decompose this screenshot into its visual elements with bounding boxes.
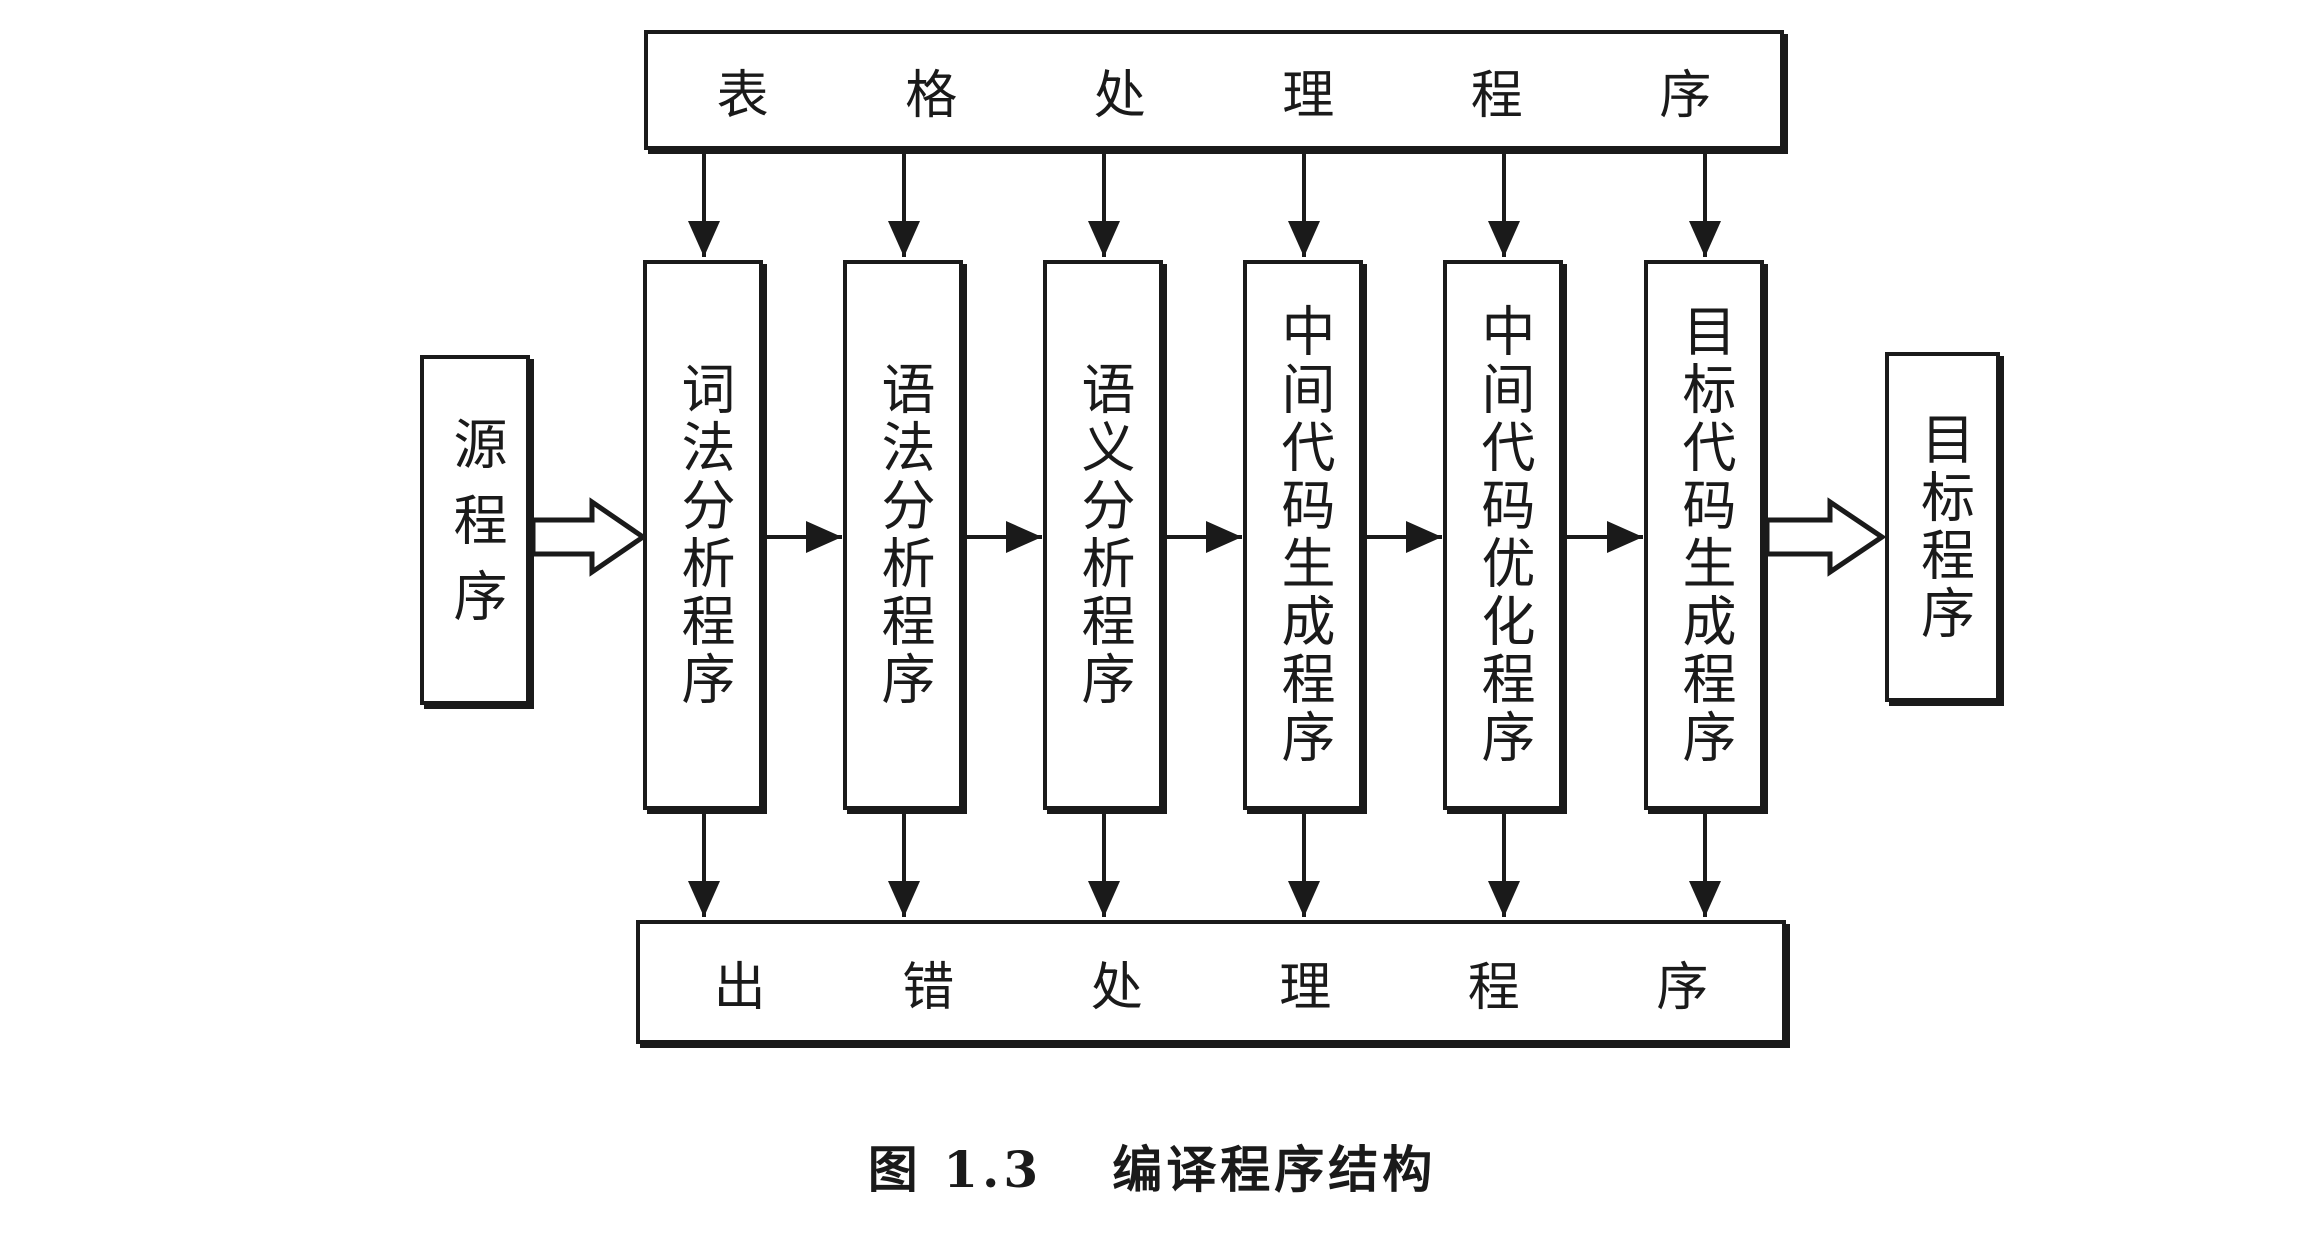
- stage-label: 语法分析程序: [872, 361, 935, 709]
- figure-caption: 图 1.3 编译程序结构: [0, 1130, 2304, 1202]
- stage-label: 词法分析程序: [672, 361, 735, 709]
- stage-label: 目标代码生成程序: [1673, 303, 1736, 767]
- target-program-box: 目标程序: [1885, 352, 2000, 702]
- table-handler-box: 表 格 处 理 程 序: [644, 30, 1784, 150]
- stage-intermediate-code-generation: 中间代码生成程序: [1243, 260, 1363, 810]
- input-arrow: [530, 497, 648, 577]
- source-program-box: 源程序: [420, 355, 530, 705]
- error-handler-label: 出 错 处 理 程 序: [713, 957, 1769, 1018]
- output-arrow: [1764, 497, 1887, 577]
- stage-intermediate-code-optimization: 中间代码优化程序: [1443, 260, 1563, 810]
- source-program-label: 源程序: [444, 416, 507, 644]
- stage-lexical-analysis: 词法分析程序: [643, 260, 763, 810]
- figure-title: 编译程序结构: [1112, 1140, 1437, 1199]
- stage-label: 中间代码生成程序: [1272, 303, 1335, 767]
- stage-semantic-analysis: 语义分析程序: [1043, 260, 1163, 810]
- target-program-label: 目标程序: [1911, 411, 1975, 643]
- error-handler-box: 出 错 处 理 程 序: [636, 920, 1786, 1044]
- table-handler-label: 表 格 处 理 程 序: [716, 65, 1772, 126]
- stage-target-code-generation: 目标代码生成程序: [1644, 260, 1764, 810]
- figure-number: 图 1.3: [867, 1140, 1043, 1199]
- stage-syntax-analysis: 语法分析程序: [843, 260, 963, 810]
- stage-label: 语义分析程序: [1072, 361, 1135, 709]
- stage-label: 中间代码优化程序: [1472, 303, 1535, 767]
